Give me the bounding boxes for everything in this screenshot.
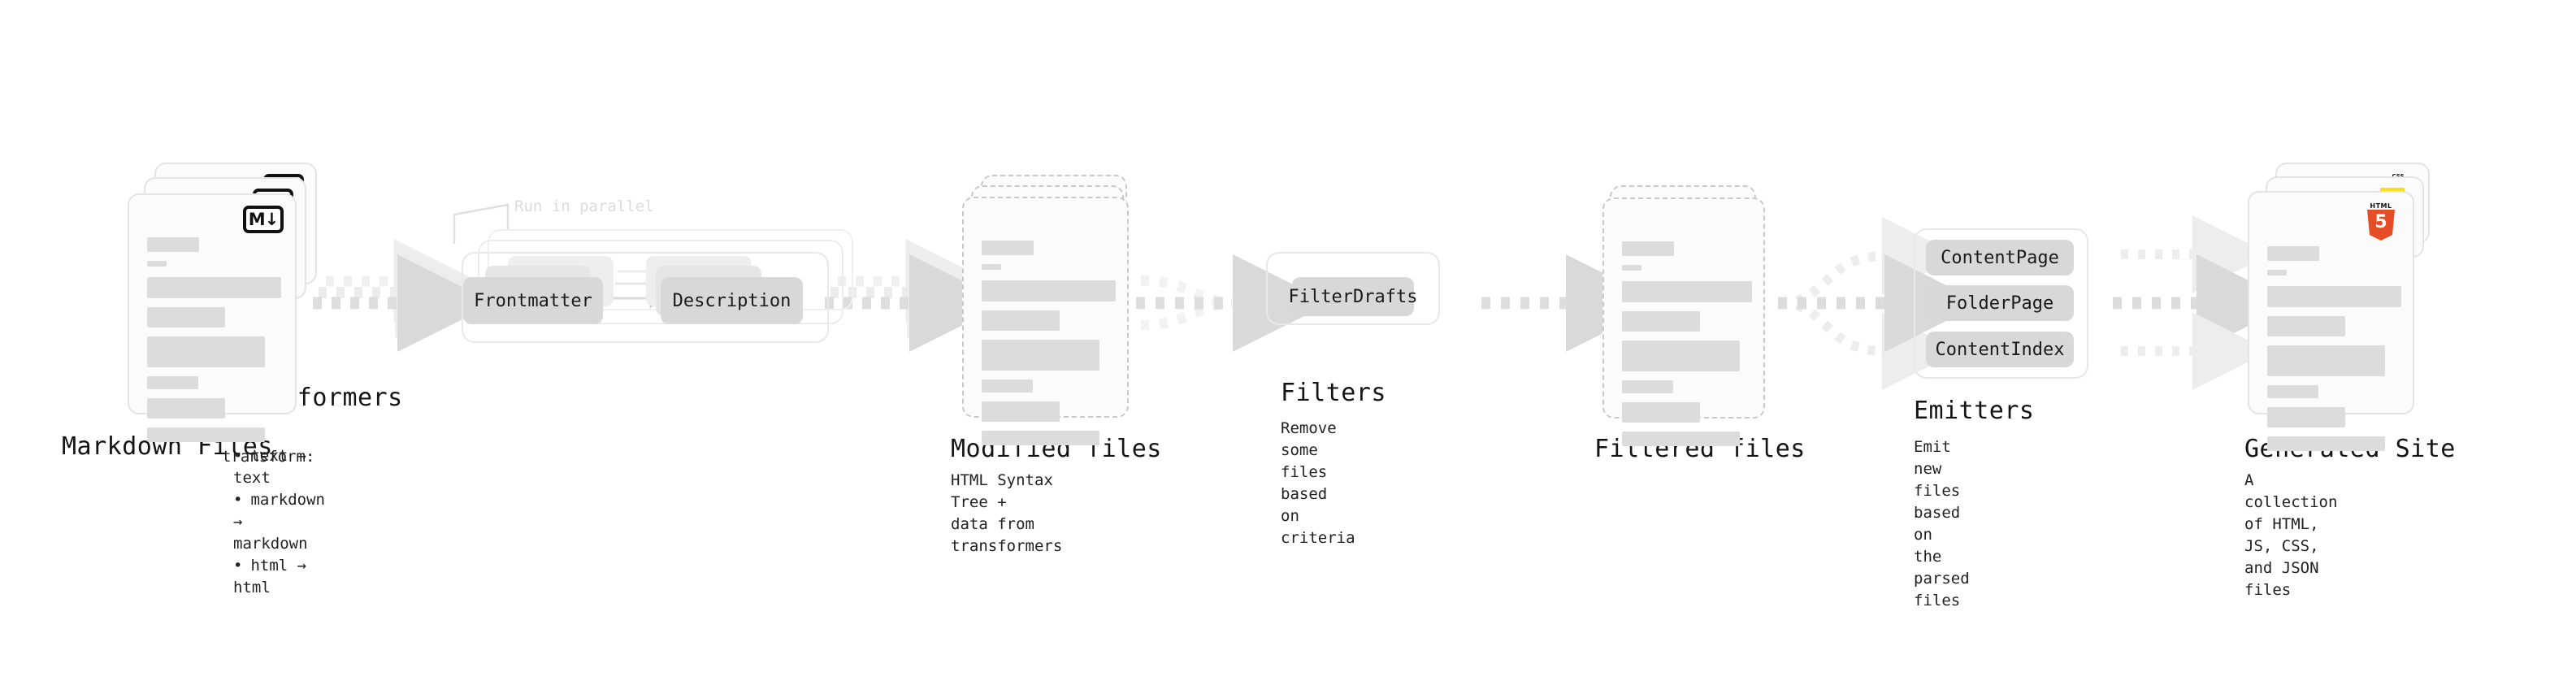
- run-in-parallel-label: Run in parallel: [514, 197, 654, 215]
- site-card-front: HTML 5: [2248, 191, 2414, 451]
- emitters-group-box: [1914, 228, 2088, 379]
- filters-subtitle: Remove some files based on criteria: [1281, 419, 1355, 547]
- markdown-card-front: M↓: [128, 193, 297, 442]
- modified-files-subtitle: HTML Syntax Tree + data from transformer…: [951, 471, 1063, 555]
- filtered-card-front: [1602, 197, 1765, 446]
- html5-icon: HTML 5: [2364, 202, 2398, 243]
- filter-chip-filterdrafts[interactable]: FilterDrafts: [1289, 277, 1417, 316]
- placeholder-bars: [2267, 246, 2401, 460]
- transformer-chip-description[interactable]: Description: [661, 277, 803, 324]
- html5-icon-shield: 5: [2367, 210, 2395, 241]
- filters-title: Filters: [1281, 379, 1386, 407]
- modified-card-front: [962, 197, 1129, 445]
- placeholder-bars: [982, 241, 1116, 454]
- emitter-chip-folderpage[interactable]: FolderPage: [1926, 285, 2074, 321]
- transformers-bullet: markdown → markdown: [233, 489, 325, 555]
- transformers-bullet: text → text: [233, 445, 325, 489]
- transformers-bullet-list: text → text markdown → markdown html → h…: [222, 445, 325, 599]
- emitter-chip-contentindex[interactable]: ContentIndex: [1926, 332, 2074, 367]
- transformers-bullet: html → html: [233, 555, 325, 599]
- arrow-markdown-to-transformers: [313, 239, 495, 352]
- generated-site-subtitle: A collection of HTML, JS, CSS, and JSON …: [2244, 471, 2338, 599]
- emitters-title: Emitters: [1914, 397, 2035, 425]
- arrow-modified-to-filters: [1136, 254, 1330, 352]
- emitter-chip-contentpage[interactable]: ContentPage: [1926, 240, 2074, 275]
- html5-icon-label: HTML: [2370, 202, 2392, 210]
- arrow-emitters-to-site: [2113, 215, 2294, 390]
- emitters-subtitle: Emit new files based on the parsed files: [1914, 438, 1970, 609]
- markdown-icon: M↓: [243, 206, 284, 233]
- arrow-filtered-to-emitters: [1778, 217, 1982, 390]
- filters-group-box: [1266, 252, 1440, 325]
- placeholder-bars: [147, 237, 281, 451]
- transformer-chip-frontmatter[interactable]: Frontmatter: [463, 277, 603, 324]
- placeholder-bars: [1622, 241, 1752, 455]
